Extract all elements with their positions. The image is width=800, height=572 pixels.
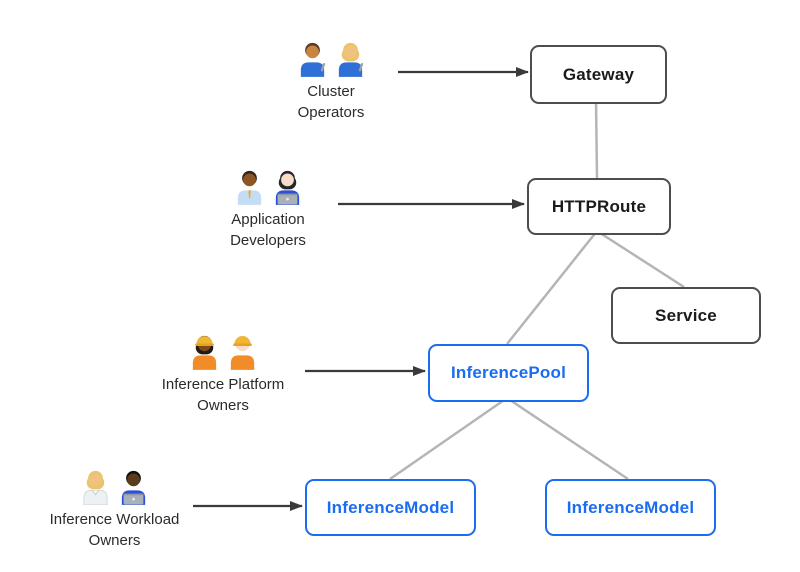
woman-construction-worker-icon: [188, 331, 221, 370]
node-httproute: HTTPRoute: [527, 178, 671, 235]
inference-workload-owners-avatars: [79, 466, 150, 506]
cluster-operators-avatars: [296, 38, 367, 77]
node-inferencepool: InferencePool: [428, 344, 589, 402]
persona-inference-platform-owners: Inference Platform Owners: [148, 331, 298, 416]
node-inferencemodel-right: InferenceModel: [545, 479, 716, 536]
node-inferencemodel-left-label: InferenceModel: [326, 497, 455, 517]
man-technologist-icon: [117, 466, 150, 505]
persona-cluster-operators: Cluster Operators: [257, 38, 405, 123]
persona-cluster-operators-label: Cluster Operators: [297, 83, 365, 121]
application-developers-avatars: [233, 166, 304, 205]
persona-application-developers-label: Application Developers: [230, 211, 306, 249]
persona-inference-platform-owners-label: Inference Platform Owners: [161, 376, 285, 414]
edge-httproute-service: [596, 229, 685, 289]
node-inferencemodel-left: InferenceModel: [305, 479, 476, 536]
persona-inference-workload-owners-label: Inference Workload Owners: [49, 511, 180, 549]
persona-application-developers: Application Developers: [194, 166, 342, 251]
edge-inferencepool-inferencemodel-left: [389, 396, 508, 481]
woman-technologist-icon: [271, 166, 304, 205]
node-gateway-label: Gateway: [562, 64, 635, 84]
edge-httproute-inferencepool: [506, 230, 598, 345]
woman-mechanic-icon: [334, 38, 367, 77]
edge-inferencepool-inferencemodel-right: [506, 396, 629, 481]
health-worker-icon: [79, 466, 112, 506]
man-office-worker-icon: [233, 166, 266, 205]
node-service-label: Service: [655, 305, 717, 325]
inference-platform-owners-avatars: [188, 331, 259, 370]
node-service: Service: [611, 287, 761, 344]
node-httproute-label: HTTPRoute: [551, 196, 647, 216]
man-construction-worker-icon: [226, 331, 259, 370]
edge-gateway-httproute: [594, 99, 599, 179]
node-inferencemodel-right-label: InferenceModel: [566, 497, 695, 517]
man-mechanic-icon: [296, 38, 329, 77]
persona-inference-workload-owners: Inference Workload Owners: [37, 466, 192, 551]
node-gateway: Gateway: [530, 45, 667, 104]
node-inferencepool-label: InferencePool: [450, 363, 567, 382]
